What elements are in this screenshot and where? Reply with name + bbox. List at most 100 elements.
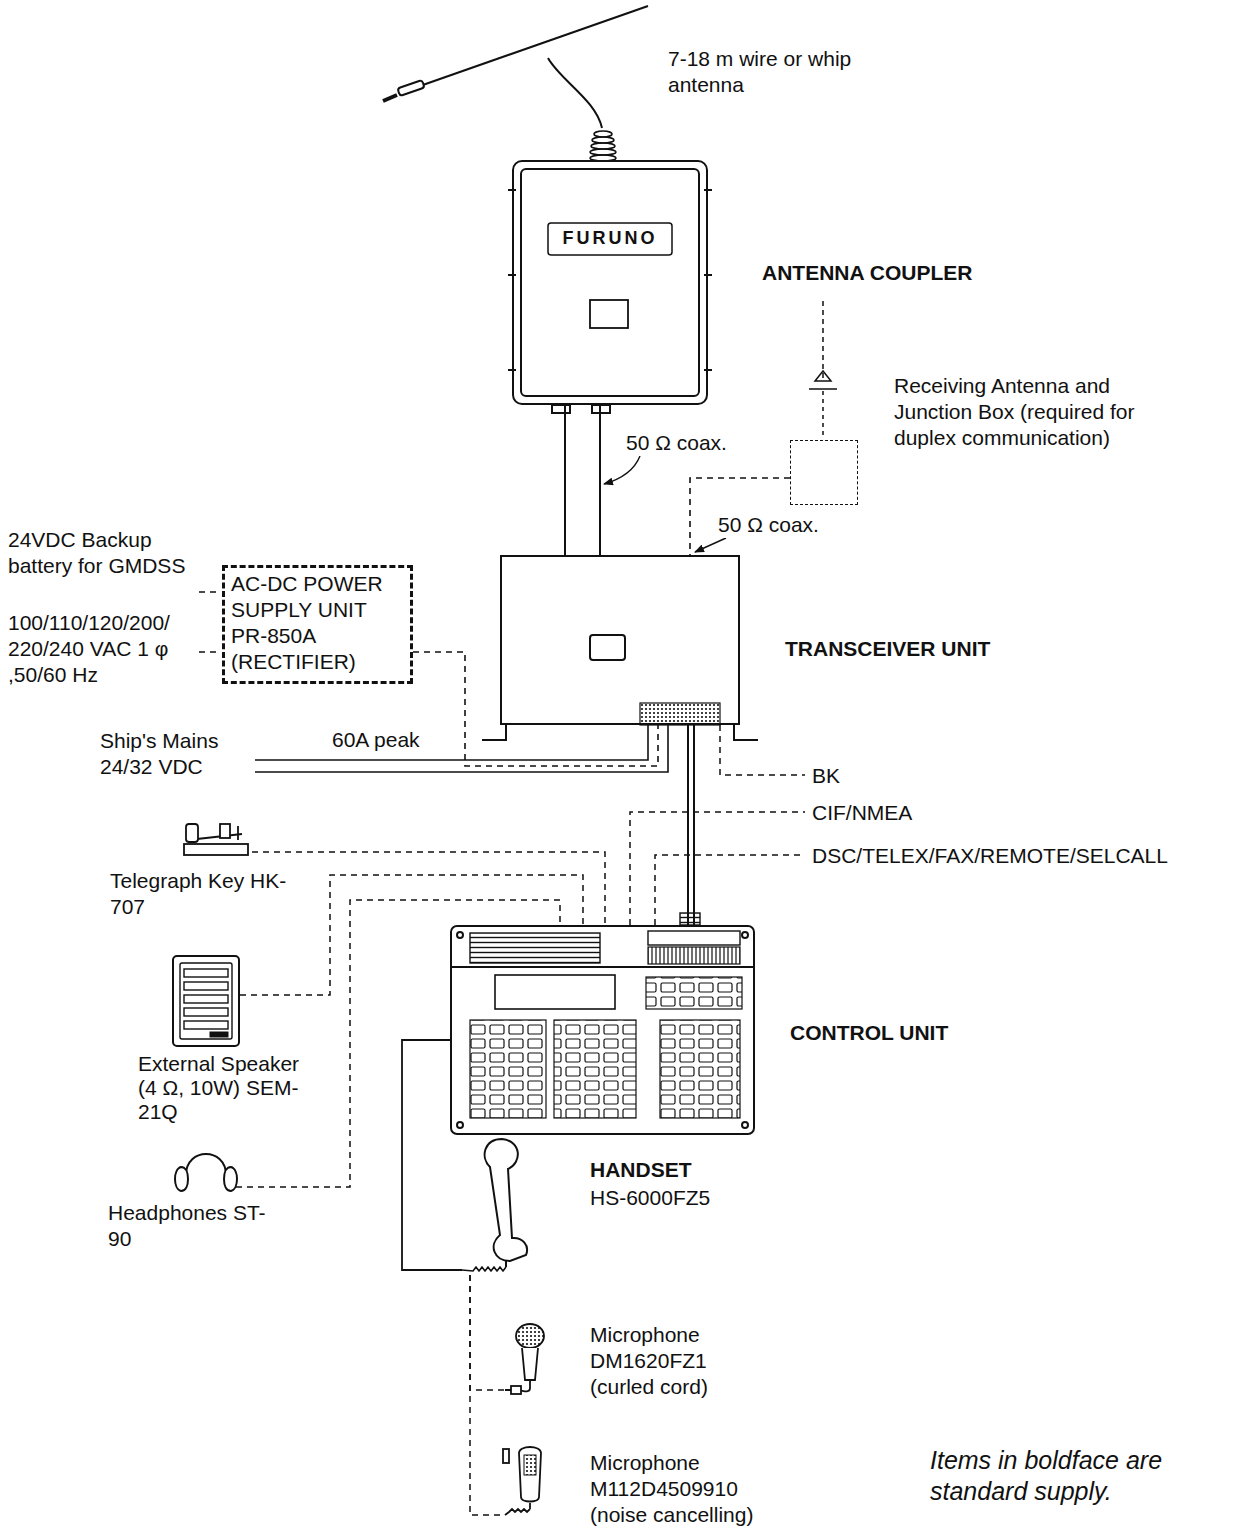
junction-box	[822, 391, 824, 439]
wire-antenna	[590, 131, 616, 161]
control-unit	[680, 913, 700, 925]
antenna-coupler: FURUNOANTENNA COUPLER	[512, 160, 708, 405]
leader-line	[199, 591, 220, 593]
wire-antenna	[590, 149, 616, 155]
transceiver-unit	[500, 555, 740, 725]
telegraph-key	[184, 824, 248, 855]
control-unit	[451, 926, 754, 1134]
node-label: Microphone M112D4509910 (noise cancellin…	[590, 1450, 775, 1528]
coax-leader	[604, 456, 726, 552]
microphone	[519, 1447, 541, 1502]
headphones	[186, 1154, 226, 1175]
external-speaker	[184, 1008, 228, 1016]
junction-box	[791, 441, 859, 506]
cable-label: 50 Ω coax.	[716, 512, 821, 538]
microphone	[522, 1348, 538, 1380]
coax-leader	[604, 456, 640, 484]
cable-connector	[688, 725, 694, 925]
handset	[462, 1139, 527, 1271]
note-label: Items in boldface are standard supply.	[930, 1445, 1185, 1507]
note-label: 100/110/120/200/ 220/240 VAC 1 φ ,50/60 …	[8, 610, 193, 688]
wire-antenna	[400, 6, 648, 93]
antenna-coupler	[548, 223, 672, 255]
wire-antenna	[548, 58, 602, 128]
ships-mains-cable	[255, 725, 668, 772]
wire-antenna	[383, 95, 397, 101]
telegraph-key: Telegraph Key HK-707	[182, 818, 252, 858]
control-unit	[648, 947, 740, 964]
external-speaker	[184, 982, 228, 990]
node-label: HANDSET	[590, 1157, 692, 1183]
node-label: Microphone DM1620FZ1 (curled cord)	[590, 1322, 755, 1400]
control-unit	[457, 932, 463, 938]
junction-box	[822, 301, 824, 381]
telegraph-key	[186, 824, 198, 842]
microphone	[503, 1449, 509, 1463]
microphone	[511, 1386, 521, 1394]
note-label: DSC/TELEX/FAX/REMOTE/SELCALL	[812, 843, 1168, 869]
node-label: External Speaker (4 Ω, 10W) SEM-21Q	[138, 1052, 318, 1124]
note-label: CIF/NMEA	[812, 800, 912, 826]
node-label: AC-DC POWER SUPPLY UNIT PR-850A (RECTIFI…	[231, 571, 407, 675]
microphone	[505, 1503, 530, 1515]
control-unit	[451, 913, 754, 1134]
external-speaker	[180, 963, 232, 1039]
control-unit	[742, 1122, 748, 1128]
ships-mains-cable	[255, 725, 668, 772]
junction-box: Receiving Antenna and Junction Box (requ…	[790, 440, 858, 505]
telegraph-key	[237, 826, 239, 840]
headphones: Headphones ST-90	[176, 1145, 236, 1193]
wire-antenna	[591, 143, 615, 149]
external-speaker	[184, 969, 228, 977]
control-unit	[495, 975, 615, 1009]
external-speaker	[172, 955, 240, 1047]
handset: HANDSETHS-6000FZ5	[462, 1135, 542, 1275]
microphone	[505, 1324, 544, 1394]
note-label: 24VDC Backup battery for GMDSS	[8, 527, 193, 579]
wire-antenna	[397, 80, 424, 96]
signal-lines	[630, 725, 805, 925]
handset	[462, 1267, 506, 1271]
telegraph-key	[182, 818, 252, 858]
control-unit	[554, 1020, 636, 1118]
node-label: TRANSCEIVER UNIT	[785, 636, 990, 662]
node-label: Headphones ST-90	[108, 1200, 268, 1252]
control-unit	[451, 966, 754, 968]
node-label: Receiving Antenna and Junction Box (requ…	[894, 373, 1156, 451]
cable-label: 50 Ω coax.	[624, 430, 729, 456]
telegraph-key	[184, 844, 248, 855]
telegraph-key	[220, 824, 230, 838]
control-unit	[660, 1020, 740, 1118]
headphones	[224, 1167, 237, 1191]
control-unit	[646, 977, 742, 1009]
external-speaker: External Speaker (4 Ω, 10W) SEM-21Q	[172, 955, 240, 1047]
wire-antenna	[594, 131, 612, 137]
headphones	[176, 1145, 236, 1193]
antenna-coupler	[508, 190, 712, 370]
cable-connector	[565, 405, 600, 555]
antenna-coupler	[508, 161, 712, 413]
cable-connector	[470, 1275, 505, 1390]
control-unit	[450, 925, 755, 1135]
microphone	[505, 1445, 555, 1527]
external-speaker	[184, 995, 228, 1003]
transceiver-unit: TRANSCEIVER UNIT	[500, 555, 740, 725]
junction-box	[809, 371, 837, 389]
transceiver-unit	[640, 703, 720, 725]
node-sublabel: HS-6000FZ5	[590, 1185, 710, 1211]
control-unit	[742, 932, 748, 938]
external-speaker	[184, 1021, 228, 1029]
microphone: Microphone DM1620FZ1 (curled cord)	[505, 1322, 555, 1407]
node-label: FURUNO	[550, 227, 670, 249]
control-unit	[470, 933, 600, 963]
signal-lines	[630, 812, 805, 925]
control-unit	[470, 1020, 546, 1118]
headphones	[175, 1167, 188, 1191]
handset	[485, 1139, 527, 1261]
coax-leader	[695, 538, 726, 552]
note-label: 60A peak	[332, 727, 420, 753]
antenna-coupler	[590, 300, 628, 328]
antenna-coupler	[513, 161, 707, 404]
antenna-coupler	[521, 169, 699, 396]
